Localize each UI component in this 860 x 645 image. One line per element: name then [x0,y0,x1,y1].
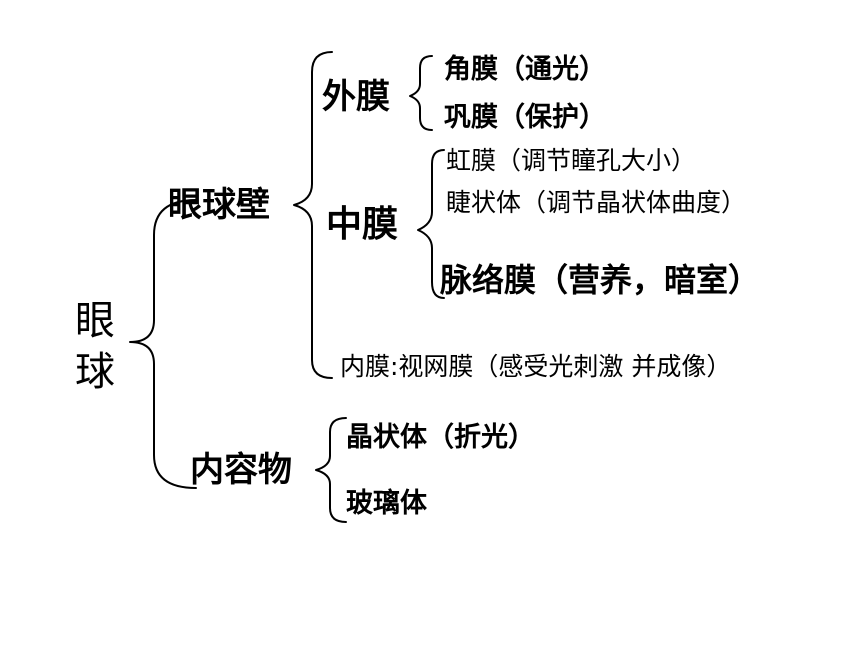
outer-membrane-label: 外膜 [322,77,390,117]
outer-brace [409,55,433,131]
eyeball-wall-label: 眼球壁 [168,185,270,225]
wall-brace [293,51,333,379]
iris-label: 虹膜（调节瞳孔大小） [446,146,697,175]
cornea-label: 角膜（通光） [444,54,606,85]
ciliary-body-label: 睫状体（调节晶状体曲度） [446,188,747,217]
middle-membrane-label: 中膜 [326,204,399,245]
choroid-label: 脉络膜（营养，暗室） [440,261,761,299]
contents-brace [315,417,347,523]
inner-membrane-retina-label: 内膜:视网膜（感受光刺激 并成像） [340,352,732,381]
middle-brace [417,149,445,299]
sclera-label: 巩膜（保护） [444,102,606,133]
vitreous-body-label: 玻璃体 [346,488,427,519]
root-label-char-2: 球 [75,349,115,396]
root-label-char-1: 眼 [75,298,115,344]
root-label: 眼 球 [75,296,115,398]
contents-label: 内容物 [190,450,292,490]
root-brace [129,199,197,489]
lens-label: 晶状体（折光） [346,422,535,453]
